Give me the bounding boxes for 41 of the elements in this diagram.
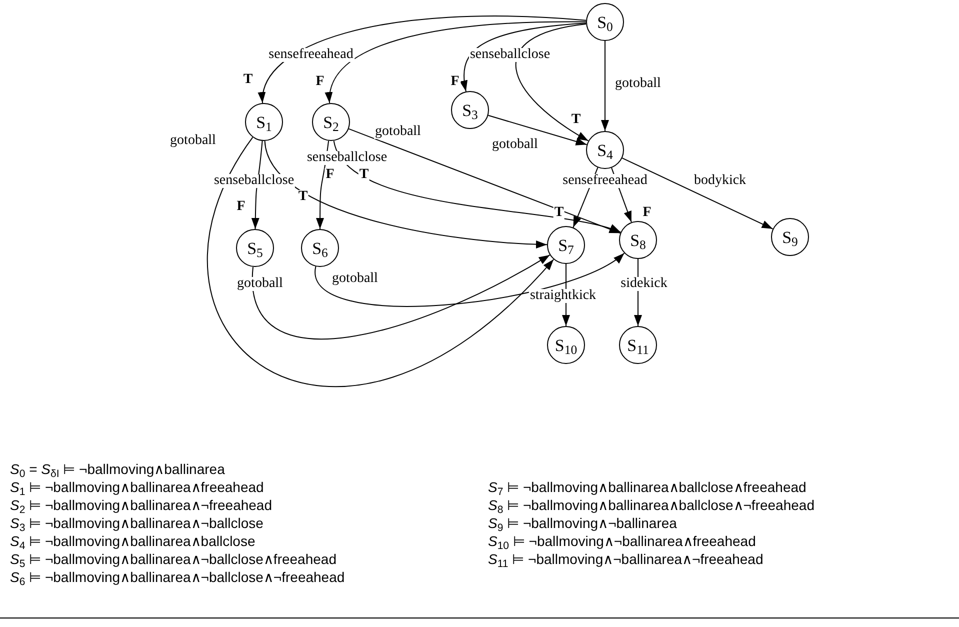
edge-label: T — [553, 206, 565, 220]
arrow — [315, 252, 625, 307]
state-formula: S$_{11}$ ⊨ ¬ballmoving∧¬ballinarea∧¬freeahead — [488, 551, 764, 567]
edge-label: gotoball — [169, 134, 217, 148]
state-formula: S$_{2}$ ⊨ ¬ballmoving∧ballinarea∧¬freeahead — [10, 497, 272, 513]
state-formula: S$_{10}$ ⊨ ¬ballmoving∧¬ballinarea∧freeahead — [488, 533, 756, 549]
arrow — [208, 136, 554, 387]
condition-label: senseballclose — [306, 151, 388, 165]
arrow — [348, 128, 621, 234]
arrow — [260, 16, 587, 104]
condition-label: sensefreeahead — [268, 48, 354, 62]
edge-label: straightkick — [528, 289, 598, 303]
state-formula: S$_{3}$ ⊨ ¬ballmoving∧ballinarea∧¬ballclose — [10, 515, 264, 531]
arrow — [460, 22, 587, 92]
state-formula: S$_{0}$ = S$_{δI}$ ⊨ ¬ballmoving∧ballinarea — [10, 461, 225, 477]
arrow — [326, 21, 586, 104]
state-formula: S$_{5}$ ⊨ ¬ballmoving∧ballinarea∧¬ballclose∧freeahead — [10, 551, 336, 567]
state-formula: S$_{7}$ ⊨ ¬ballmoving∧ballinarea∧ballclose∧freeahead — [488, 479, 806, 495]
condition-label: senseballclose — [212, 174, 296, 188]
state-formula: S$_{4}$ ⊨ ¬ballmoving∧ballinarea∧ballclose — [10, 533, 256, 549]
state-formula: S$_{9}$ ⊨ ¬ballmoving∧¬ballinarea — [488, 515, 677, 531]
edge-label: gotoball — [374, 125, 422, 139]
state-formula: S$_{6}$ ⊨ ¬ballmoving∧ballinarea∧¬ballclose∧¬freeahead — [10, 569, 345, 585]
edge-label: sidekick — [620, 277, 668, 291]
arrow — [264, 140, 548, 248]
condition-label: senseballclose — [468, 48, 552, 62]
edge-label: T — [358, 168, 370, 182]
state-formula: S$_{1}$ ⊨ ¬ballmoving∧ballinarea∧freeahead — [10, 479, 264, 495]
arrow — [252, 254, 550, 340]
edge-label: gotoball — [331, 272, 379, 286]
edge-label: gotoball — [491, 138, 539, 152]
arrow — [516, 23, 589, 142]
condition-label: sensefreeahead — [562, 174, 648, 188]
arrow — [488, 114, 588, 146]
state-formula: S$_{8}$ ⊨ ¬ballmoving∧ballinarea∧ballclose∧¬freeahead — [488, 497, 814, 513]
edge-label: gotoball — [236, 277, 284, 291]
arrow — [601, 40, 609, 132]
arrow — [622, 158, 774, 230]
edge-label: bodykick — [692, 174, 748, 188]
arrow — [333, 140, 622, 233]
edge-label: gotoball — [614, 77, 662, 91]
